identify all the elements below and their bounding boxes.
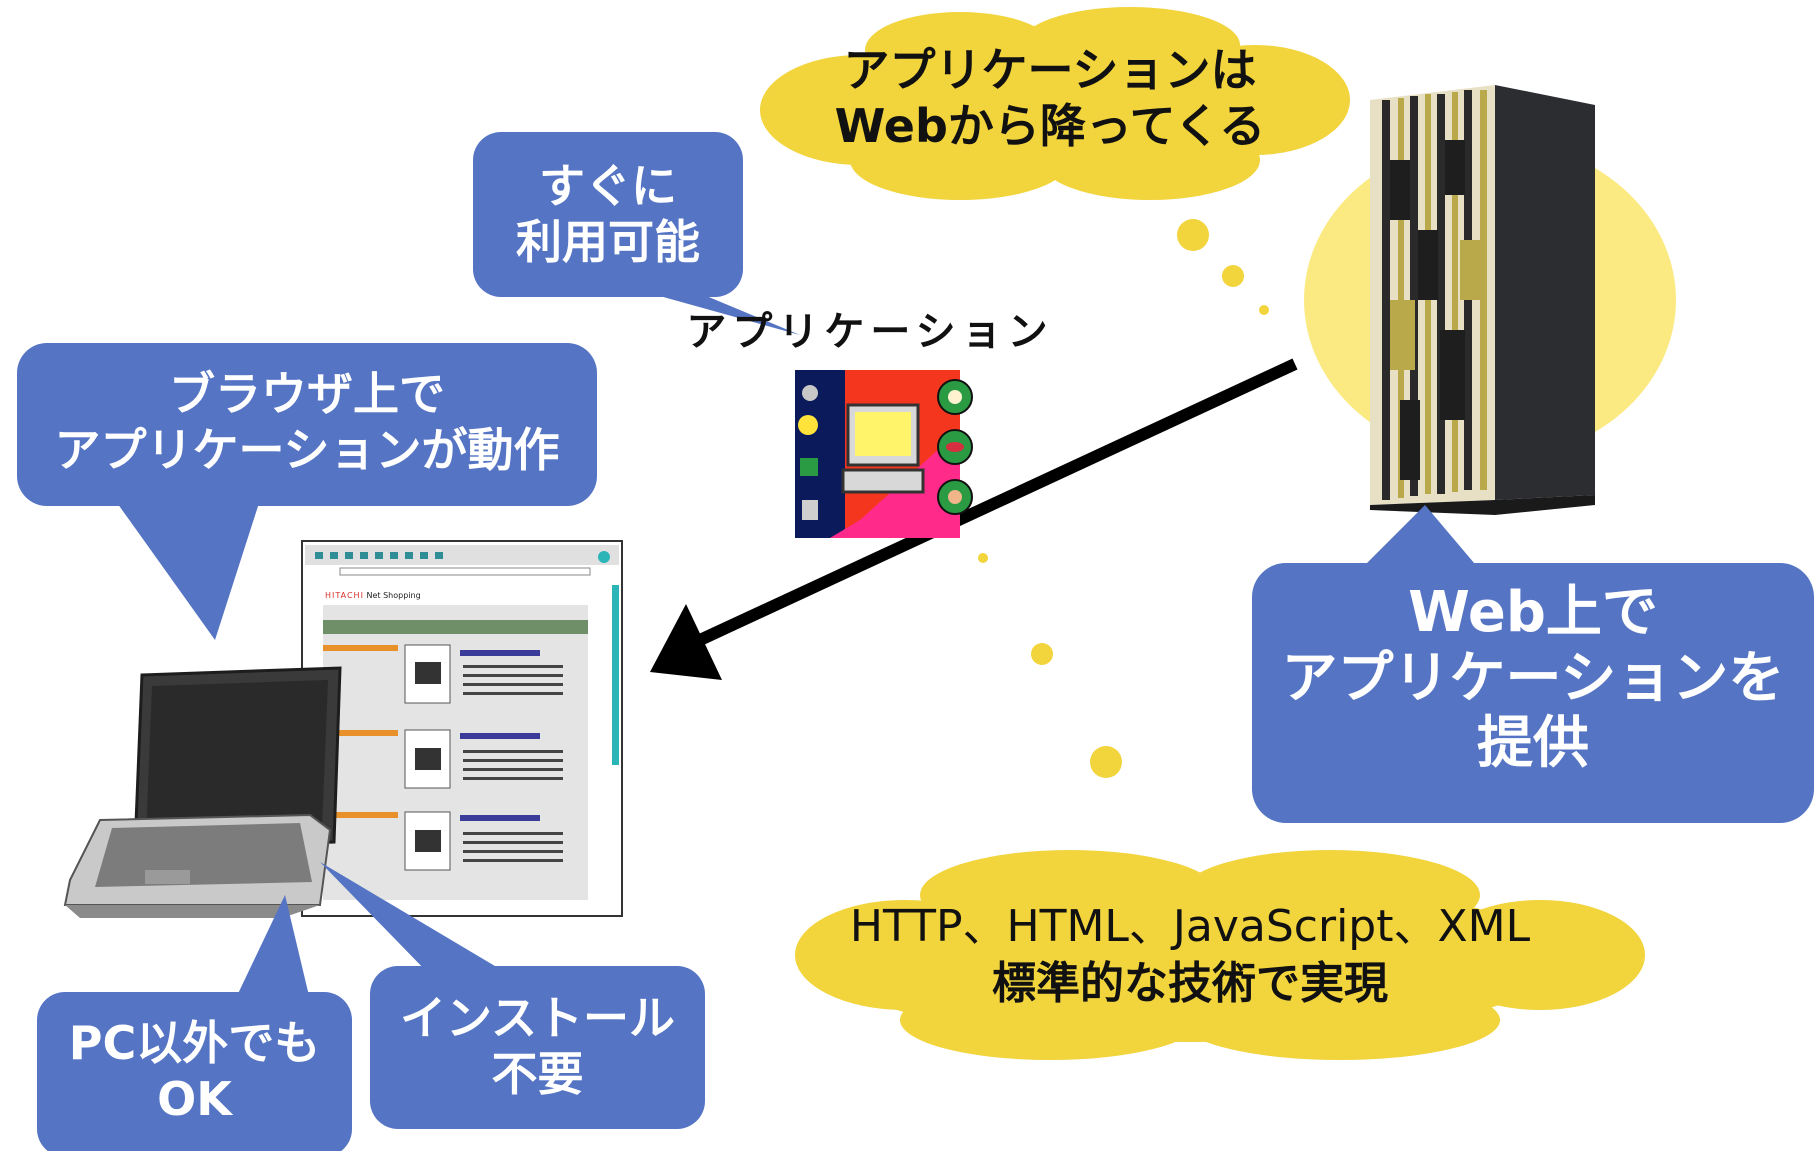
- bubble-sugu-text: すぐに 利用可能: [473, 158, 743, 270]
- bubble-provide-line1: Web上で: [1408, 580, 1658, 645]
- bubble-install-line1: インストール: [399, 991, 676, 1045]
- bubble-pc-text: PC以外でも OK: [37, 1015, 352, 1127]
- bubble-install: [320, 862, 705, 1129]
- site-title-brand: HITACHI: [325, 591, 364, 600]
- cloud-bottom-text: HTTP、HTML、JavaScript、XML 標準的な技術で実現: [800, 898, 1580, 1012]
- cloud-top-line2: Webから降ってくる: [834, 99, 1266, 154]
- cloud-top: [760, 7, 1350, 200]
- bubble-pc: [37, 895, 352, 1151]
- bubble-browser-text: ブラウザ上で アプリケーションが動作: [17, 366, 597, 478]
- bubble-sugu: [473, 132, 800, 335]
- product-row: [323, 729, 563, 789]
- application-icon: [795, 370, 973, 538]
- server-tower: [1370, 85, 1595, 515]
- browser-site-title: HITACHI Net Shopping: [325, 591, 421, 601]
- cloud-bottom: [795, 850, 1645, 1060]
- browser-window: [301, 540, 623, 917]
- cloud-bottom-line1: HTTP、HTML、JavaScript、XML: [849, 901, 1531, 952]
- site-title-rest: Net Shopping: [366, 591, 421, 600]
- bubble-install-text: インストール 不要: [370, 990, 705, 1102]
- bubble-sugu-line2: 利用可能: [516, 215, 700, 270]
- product-row: [323, 644, 563, 704]
- cloud-bottom-line2: 標準的な技術で実現: [992, 958, 1388, 1010]
- bubble-browser-line1: ブラウザ上で: [169, 367, 445, 421]
- bubble-browser: [17, 343, 597, 640]
- bubble-pc-line2: OK: [157, 1072, 232, 1127]
- product-row: [323, 811, 563, 871]
- bubble-provide-text: Web上で アプリケーションを 提供: [1252, 580, 1814, 777]
- bubble-browser-line2: アプリケーションが動作: [54, 423, 560, 478]
- cloud-top-text: アプリケーションは Webから降ってくる: [800, 42, 1300, 154]
- bubble-provide-line3: 提供: [1477, 711, 1589, 777]
- bubble-pc-line1: PC以外でも: [68, 1016, 321, 1070]
- bubble-provide: [1252, 505, 1814, 823]
- cloud-top-line1: アプリケーションは: [843, 43, 1257, 97]
- laptop: [63, 666, 342, 918]
- thought-dots: [978, 219, 1269, 778]
- application-label: アプリケーション: [686, 309, 1054, 355]
- bubble-provide-line2: アプリケーションを: [1281, 645, 1785, 711]
- download-arrow: [650, 358, 1298, 680]
- bubble-install-line2: 不要: [491, 1047, 584, 1102]
- bubble-sugu-line1: すぐに: [539, 159, 677, 213]
